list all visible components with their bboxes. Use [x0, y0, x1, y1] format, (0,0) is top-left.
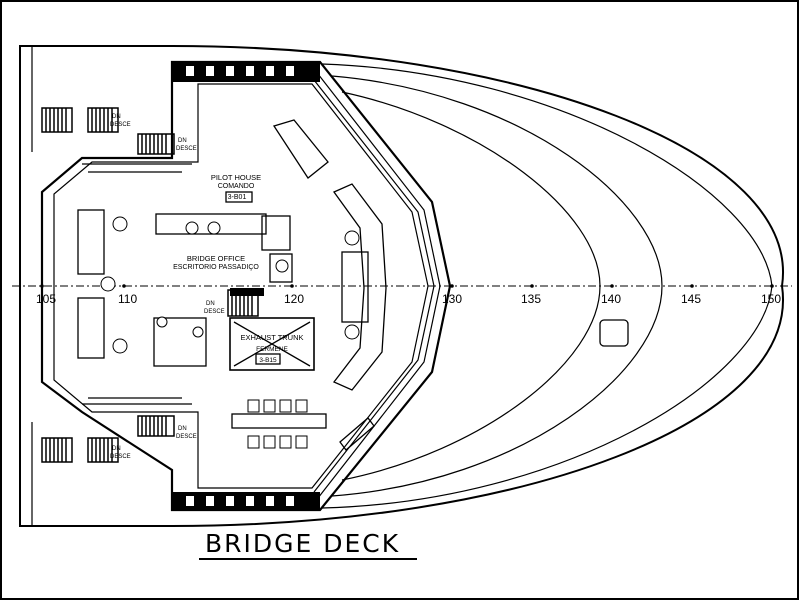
frame-number: 140	[601, 292, 621, 306]
bridge-office-alt-label: ESCRITORIO PASSADIÇO	[173, 264, 259, 271]
stair-desce-label: DESCE	[204, 309, 225, 315]
stair-desce-label: DESCE	[110, 122, 131, 128]
pilot-house-ref: 3-B01	[228, 194, 247, 201]
frame-number: 130	[442, 292, 462, 306]
bridge-consoles	[77, 119, 629, 451]
side-wall-top	[19, 46, 33, 162]
frame-number: 110	[118, 292, 137, 306]
stair-dn-label: DN	[178, 138, 187, 144]
deckhouse-inner-wall	[53, 83, 429, 489]
exhaust-trunk-alt-label: FERMENE	[256, 346, 288, 353]
stair-desce-label: DESCE	[176, 434, 197, 440]
stairs	[41, 107, 259, 463]
chairs	[100, 216, 360, 449]
stair-dn-label: DN	[112, 114, 121, 120]
stair-desce-label: DESCE	[110, 454, 131, 460]
frame-number: 145	[681, 292, 701, 306]
frame-number: 105	[36, 292, 56, 306]
frame-number: 120	[284, 292, 304, 306]
deckhouse-outline	[40, 60, 452, 512]
title-underline	[199, 558, 417, 560]
pilot-house-label: PILOT HOUSE	[211, 173, 261, 182]
drawing-title: BRIDGE DECK	[205, 529, 401, 558]
bow-curve-2	[331, 75, 663, 497]
exhaust-trunk-label: EXHAUST TRUNK	[240, 333, 303, 342]
stair-dn-label: DN	[206, 301, 215, 307]
frame-tick-marks	[40, 284, 774, 288]
frame-number: 135	[521, 292, 541, 306]
stair-desce-label: DESCE	[176, 146, 197, 152]
stair-dn-label: DN	[112, 446, 121, 452]
side-wall-bottom	[19, 412, 33, 526]
pilot-house-alt-label: COMANDO	[218, 183, 255, 190]
frame-number: 150	[761, 292, 781, 306]
exhaust-trunk-ref: 3-B15	[259, 357, 277, 364]
stair-dn-label: DN	[178, 426, 187, 432]
bridge-office-label: BRIDGE OFFICE	[187, 254, 245, 263]
